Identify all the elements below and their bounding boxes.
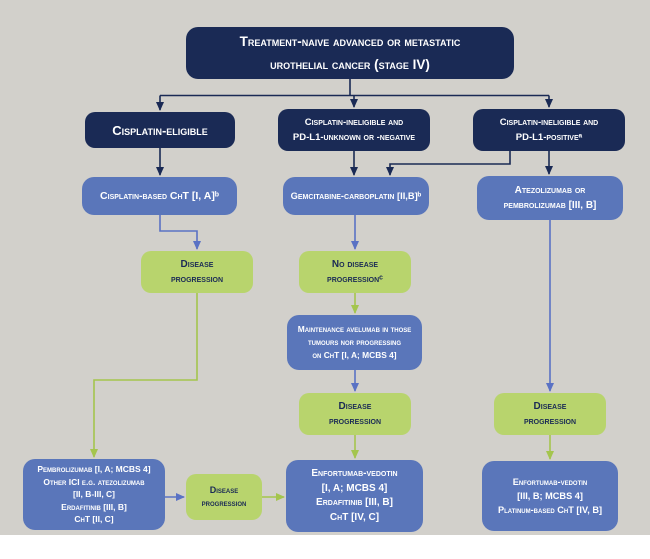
- node-label: progression: [328, 416, 382, 427]
- node-disease-progression-left: Disease progression: [141, 251, 253, 293]
- node-label: Atezolizumab or: [514, 185, 586, 196]
- node-title-line: Treatment-naive advanced or metastatic: [239, 34, 461, 49]
- node-label: Erdafitinib [III, B]: [316, 497, 393, 508]
- node-label: tumours nor progressing: [308, 337, 401, 347]
- node-label: Erdafitinib [III, B]: [61, 501, 127, 512]
- node-maintenance-avelumab: Maintenance avelumab in those tumours no…: [287, 315, 422, 370]
- node-disease-progression-right: Disease progression: [494, 393, 606, 435]
- node-label: Other ICI e.g. atezolizumab: [43, 476, 145, 487]
- node-atezolizumab-pembrolizumab: Atezolizumab or pembrolizumab [III, B]: [477, 176, 623, 220]
- node-second-line-ici: Pembrolizumab [I, A; MCBS 4] Other ICI e…: [23, 459, 165, 530]
- node-label: [II, B-III, C]: [72, 489, 116, 500]
- node-label: progression: [201, 498, 247, 508]
- node-label: Disease: [209, 484, 239, 495]
- node-label: Cisplatin-ineligible and: [304, 117, 404, 128]
- node-cisplatin-based-cht: Cisplatin-based ChT [I, A]ᵇ: [82, 177, 237, 215]
- node-label: ChT [IV, C]: [329, 511, 380, 523]
- node-second-line-enfortumab-right: Enfortumab-vedotin [III, B; MCBS 4] Plat…: [482, 461, 618, 531]
- node-label: [III, B; MCBS 4]: [517, 491, 583, 501]
- node-cisplatin-eligible: Cisplatin-eligible: [85, 112, 235, 148]
- node-label: Maintenance avelumab in those: [297, 324, 412, 334]
- node-label: progression: [170, 274, 224, 285]
- node-gemcitabine-carboplatin: Gemcitabine-carboplatin [II,B]ᵇ: [283, 177, 429, 215]
- node-disease-progression-bottom: Disease progression: [186, 474, 262, 520]
- node-label: No disease: [331, 259, 379, 270]
- node-label: pembrolizumab [III, B]: [503, 200, 597, 211]
- node-label: Cisplatin-eligible: [112, 122, 208, 138]
- node-label: progressionᶜ: [327, 274, 383, 285]
- node-label: Enfortumab-vedotin: [311, 468, 398, 479]
- node-label: Platinum-based ChT [IV, B]: [497, 505, 603, 515]
- node-disease-progression-mid: Disease progression: [299, 393, 411, 435]
- node-title-line: urothelial cancer (stage IV): [270, 57, 430, 72]
- node-label: PD-L1-positiveᵃ: [515, 132, 583, 143]
- node-no-disease-progression: No disease progressionᶜ: [299, 251, 411, 293]
- node-label: Disease: [338, 401, 372, 412]
- node-label: progression: [523, 416, 577, 427]
- node-second-line-enfortumab-mid: Enfortumab-vedotin [I, A; MCBS 4] Erdafi…: [286, 460, 423, 532]
- node-label: ChT [II, C]: [74, 514, 114, 525]
- node-label: Cisplatin-based ChT [I, A]ᵇ: [100, 190, 219, 202]
- node-cisplatin-ineligible-pdl1-positive: Cisplatin-ineligible and PD-L1-positiveᵃ: [473, 109, 625, 151]
- node-cisplatin-ineligible-pdl1-unknown: Cisplatin-ineligible and PD-L1-unknown o…: [278, 109, 430, 151]
- node-label: PD-L1-unknown or -negative: [292, 132, 416, 143]
- node-title: Treatment-naive advanced or metastatic u…: [186, 27, 514, 79]
- node-label: Enfortumab-vedotin: [512, 477, 588, 487]
- node-label: Cisplatin-ineligible and: [499, 117, 599, 128]
- node-label: on ChT [I, A; MCBS 4]: [312, 350, 397, 360]
- node-label: [I, A; MCBS 4]: [321, 482, 388, 494]
- node-label: Pembrolizumab [I, A; MCBS 4]: [37, 464, 151, 475]
- node-label: Gemcitabine-carboplatin [II,B]ᵇ: [290, 191, 422, 201]
- node-label: Disease: [180, 259, 214, 270]
- node-label: Disease: [533, 401, 567, 412]
